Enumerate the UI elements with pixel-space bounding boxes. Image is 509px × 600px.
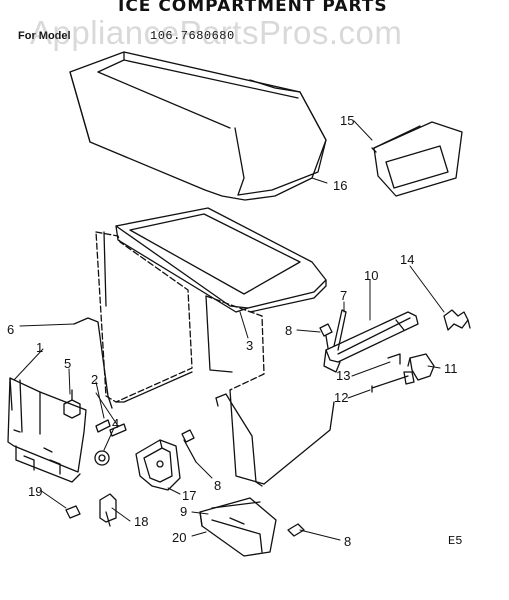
callout-10: 10 [364, 268, 378, 283]
callout-20: 20 [172, 530, 186, 545]
callout-16: 16 [333, 178, 347, 193]
part-actuator [407, 353, 435, 381]
part-wire-arm [73, 317, 113, 409]
callout-1: 1 [36, 340, 43, 355]
callout-11: 11 [444, 361, 458, 376]
callout-6: 6 [7, 322, 14, 337]
part-base-bracket [199, 497, 277, 557]
part-small-pin [387, 353, 401, 365]
part-screw-8b [319, 323, 333, 349]
part-spring [443, 309, 471, 331]
callout-18: 18 [134, 514, 148, 529]
callout-9: 9 [180, 504, 187, 519]
part-bracket [7, 377, 87, 483]
callout-12: 12 [334, 390, 348, 405]
callout-4: 4 [112, 416, 119, 431]
part-screw-8a [181, 429, 197, 463]
for-model-label: For Model [18, 30, 71, 42]
callout-17: 17 [182, 488, 196, 503]
part-lever [323, 311, 419, 373]
callout-13: 13 [336, 368, 350, 383]
callout-5: 3 [246, 338, 253, 353]
leader-lines [13, 120, 445, 541]
part-screw-19 [65, 505, 81, 519]
part-knob [63, 389, 81, 419]
callout-labels: 15 16 1 5 2 4 6 3 7 8 10 14 11 13 12 8 1… [7, 113, 458, 549]
callout-14: 14 [400, 252, 414, 267]
callout-2: 2 [91, 372, 98, 387]
part-right-panel [205, 295, 335, 485]
part-bolt [371, 371, 415, 393]
callout-8b: 8 [285, 323, 292, 338]
diagram-title: ICE COMPARTMENT PARTS [118, 0, 388, 16]
callout-8a: 8 [214, 478, 221, 493]
part-screw-8c [287, 523, 305, 537]
part-grommet [94, 450, 110, 466]
callout-19: 19 [28, 484, 42, 499]
callout-8c: 8 [344, 534, 351, 549]
model-numbers: 106.7680680 [150, 29, 235, 43]
callout-15: 15 [340, 113, 354, 128]
watermark: AppliancePartsPros.com [30, 14, 403, 51]
part-ice-tray [371, 121, 463, 197]
footer-code: E5 [448, 534, 463, 548]
part-left-panel [95, 231, 193, 403]
part-switch-housing [135, 439, 181, 491]
part-ice-bin [69, 51, 327, 201]
part-shelf [115, 207, 327, 313]
part-wire-rod [215, 393, 263, 487]
callout-3: 5 [64, 356, 71, 371]
callout-7: 7 [340, 288, 347, 303]
part-clip [99, 493, 117, 527]
